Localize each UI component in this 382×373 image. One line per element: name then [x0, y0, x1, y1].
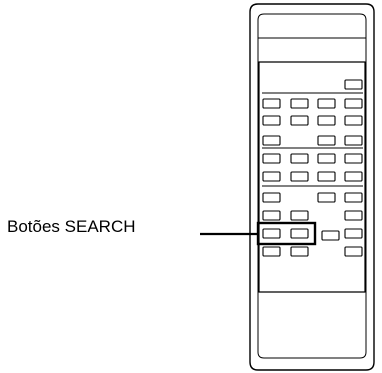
remote-button[interactable]	[290, 246, 309, 257]
remote-body	[249, 3, 375, 371]
remote-button[interactable]	[344, 171, 363, 182]
remote-button[interactable]	[262, 153, 281, 164]
remote-button[interactable]	[262, 135, 281, 146]
remote-button[interactable]	[290, 115, 309, 126]
remote-button[interactable]	[317, 153, 336, 164]
remote-button[interactable]	[262, 192, 281, 203]
remote-button[interactable]	[262, 98, 281, 109]
remote-button[interactable]	[262, 246, 281, 257]
remote-button[interactable]	[344, 192, 363, 203]
remote-button[interactable]	[344, 210, 363, 221]
remote-button[interactable]	[290, 98, 309, 109]
remote-button[interactable]	[317, 98, 336, 109]
remote-button[interactable]	[262, 115, 281, 126]
remote-buttons	[262, 79, 363, 257]
button-panel	[258, 61, 366, 293]
search-buttons-label: Botões SEARCH	[7, 217, 136, 236]
remote-button[interactable]	[290, 171, 309, 182]
remote-button[interactable]	[344, 79, 363, 90]
remote-button[interactable]	[321, 230, 340, 241]
remote-inner-panel	[257, 13, 367, 359]
search-callout	[200, 221, 317, 246]
remote-button[interactable]	[290, 210, 309, 221]
remote-button[interactable]	[344, 153, 363, 164]
remote-button[interactable]	[344, 246, 363, 257]
remote-button[interactable]	[344, 135, 363, 146]
remote-button[interactable]	[317, 135, 336, 146]
remote-button[interactable]	[262, 171, 281, 182]
remote-button[interactable]	[317, 171, 336, 182]
remote-button[interactable]	[317, 115, 336, 126]
panel-separators	[262, 92, 363, 187]
remote-button[interactable]	[344, 228, 363, 239]
remote-button[interactable]	[317, 192, 336, 203]
remote-outer-shell	[249, 3, 375, 371]
remote-button[interactable]	[290, 153, 309, 164]
remote-button[interactable]	[344, 115, 363, 126]
search-button-forward[interactable]	[290, 228, 309, 239]
search-button-reverse[interactable]	[262, 228, 281, 239]
remote-button[interactable]	[344, 98, 363, 109]
remote-button[interactable]	[262, 210, 281, 221]
